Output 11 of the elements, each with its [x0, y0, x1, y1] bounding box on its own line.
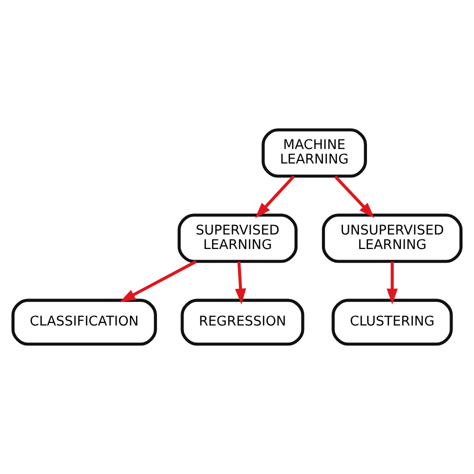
node-box: MACHINE LEARNING — [262, 128, 367, 178]
node-box: CLASSIFICATION — [11, 298, 157, 346]
node-box: REGRESSION — [180, 298, 304, 346]
arrow — [334, 175, 374, 218]
arrow — [235, 262, 246, 304]
arrow — [386, 262, 398, 304]
node-box: UNSUPERVISED LEARNING — [322, 214, 463, 263]
node-box: SUPERVISED LEARNING — [178, 214, 298, 263]
arrow — [120, 260, 197, 302]
arrow — [255, 175, 295, 218]
node-box: CLUSTERING — [332, 298, 453, 346]
